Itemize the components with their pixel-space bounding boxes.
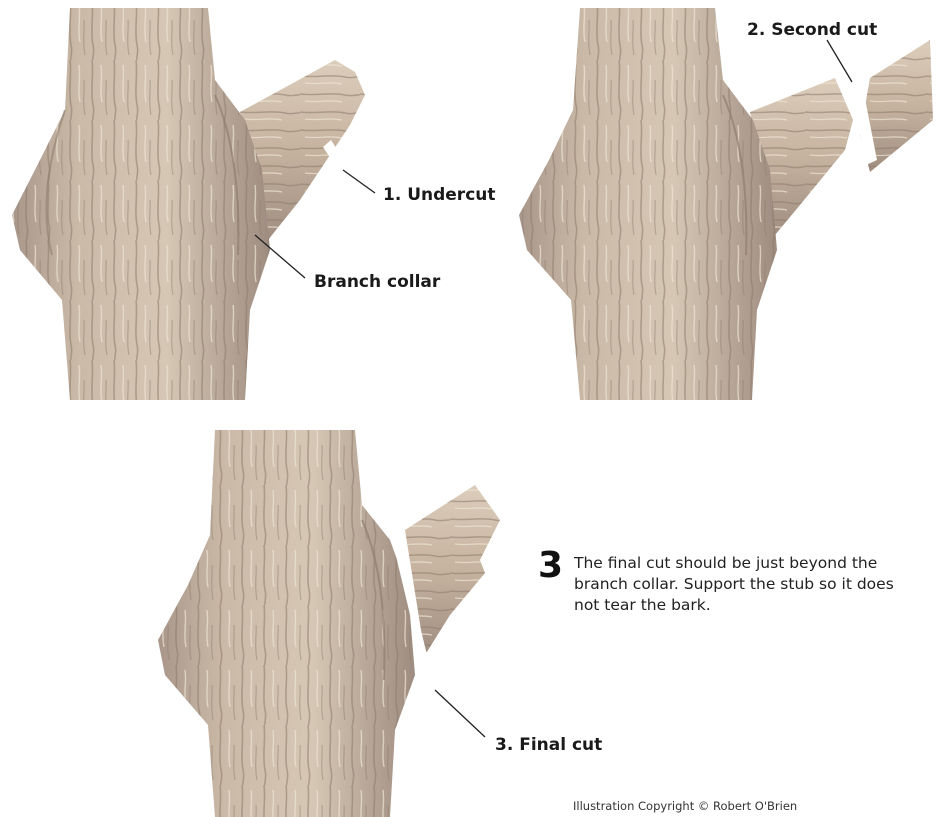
trunk — [519, 8, 777, 400]
step-description: The final cut should be just beyond the … — [574, 553, 924, 616]
label-undercut: 1. Undercut — [383, 185, 496, 205]
trunk — [158, 430, 415, 817]
label-branch-collar: Branch collar — [314, 272, 440, 292]
panel-final-cut — [150, 425, 530, 817]
label-second-cut: 2. Second cut — [747, 20, 877, 40]
step-number: 3 — [538, 548, 563, 584]
label-final-cut: 3. Final cut — [495, 735, 602, 755]
trunk — [12, 8, 270, 400]
panel-second-cut — [505, 0, 935, 405]
copyright-notice: Illustration Copyright © Robert O'Brien — [573, 799, 797, 813]
